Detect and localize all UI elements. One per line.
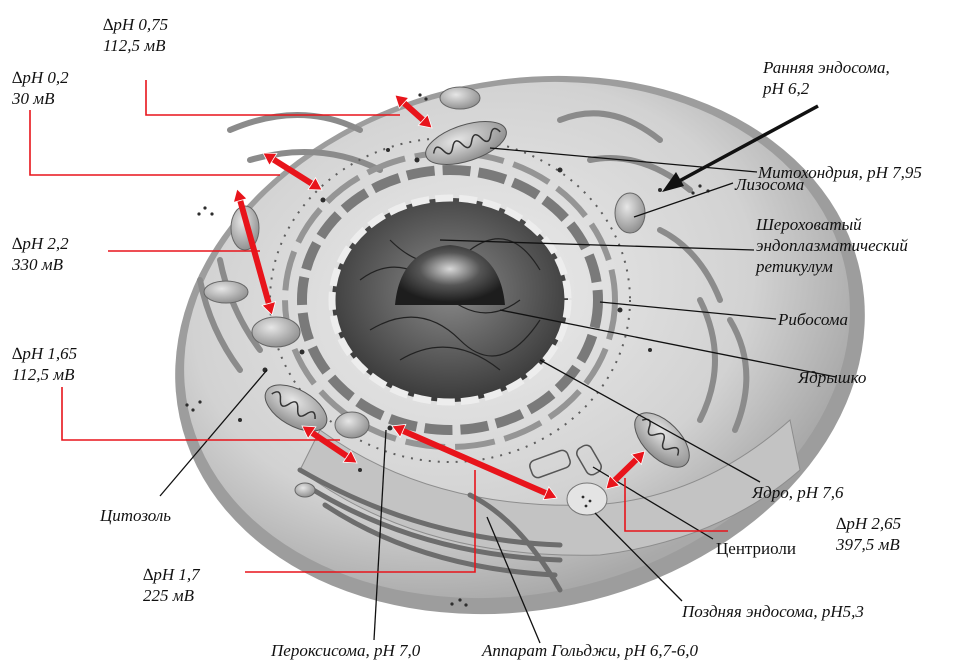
gradient-arrow-head-3-start [233,189,246,202]
label-rough-er: Шероховатый эндоплазматический ретикулум [756,214,908,277]
gradient-label-5: ∆pH 1,7 225 мВ [143,564,200,606]
label-golgi: Аппарат Гольджи, рН 6,7-6,0 [482,640,698,661]
label-late-endosome: Поздняя эндосома, рН5,3 [682,601,864,622]
label-nucleolus: Ядрышко [798,367,866,388]
gradient-label-3: ∆pH 2,2 330 мВ [12,233,69,275]
gradient-label-4: ∆pH 1,65 112,5 мВ [12,343,77,385]
gradient-label-1: ∆pH 0,75 112,5 мВ [103,14,168,56]
label-lysosome: Лизосома [735,174,804,195]
label-ribosome: Рибосома [778,309,848,330]
label-peroxisome: Пероксисома, рН 7,0 [271,640,420,661]
label-early-endosome: Ранняя эндосома, рН 6,2 [763,57,890,99]
label-cytosol: Цитозоль [100,505,171,526]
gradient-label-6: ∆pH 2,65 397,5 мВ [836,513,901,555]
label-centrioles: Центриоли [716,538,796,559]
gradient-label-2: ∆pH 0,2 30 мВ [12,67,69,109]
label-nucleus: Ядро, рН 7,6 [752,482,844,503]
